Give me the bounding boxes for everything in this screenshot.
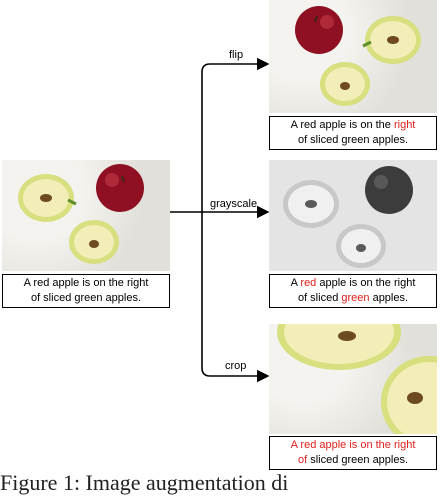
original-panel: A red apple is on the right of sliced gr…	[2, 160, 170, 308]
flipped-image	[269, 0, 437, 113]
original-caption: A red apple is on the right of sliced gr…	[2, 274, 170, 308]
caption-line: of sliced green apples.	[30, 292, 142, 304]
caption-line: A red apple is on the right	[272, 276, 434, 291]
caption-text: sliced green apples.	[307, 454, 409, 466]
caption-text: A	[290, 277, 301, 289]
grayscale-caption: A red apple is on the right of sliced gr…	[269, 274, 437, 308]
crop-arrow	[201, 212, 270, 383]
caption-line-highlight: A red apple is on the right	[290, 439, 416, 451]
flip-caption: A red apple is on the right of sliced gr…	[269, 116, 437, 150]
grayscale-label: grayscale	[210, 198, 258, 210]
caption-line: A red apple is on the right	[23, 277, 149, 289]
caption-highlight: red	[300, 277, 317, 289]
caption-line: of sliced green apples.	[297, 134, 409, 146]
flip-arrow	[201, 57, 270, 212]
caption-line: of sliced green apples.	[272, 453, 434, 468]
caption-text: apples.	[369, 292, 409, 304]
caption-line: of sliced green apples.	[272, 291, 434, 306]
crop-caption: A red apple is on the right of sliced gr…	[269, 436, 437, 470]
caption-text: apple is on the right	[316, 277, 416, 289]
crop-label: crop	[225, 360, 247, 372]
grayscale-panel: A red apple is on the right of sliced gr…	[269, 160, 437, 308]
flip-panel: A red apple is on the right of sliced gr…	[269, 0, 437, 150]
caption-highlight: of	[297, 454, 308, 466]
caption-text: A red apple is on the	[290, 119, 394, 131]
grayscale-image	[269, 160, 437, 271]
original-image	[2, 160, 170, 271]
caption-highlight: right	[393, 119, 416, 131]
crop-panel: A red apple is on the right of sliced gr…	[269, 324, 437, 470]
caption-line: A red apple is on the right	[272, 118, 434, 133]
figure-caption: Figure 1: Image augmentation di	[0, 470, 289, 495]
flip-label: flip	[229, 49, 244, 61]
caption-text: of sliced	[297, 292, 342, 304]
caption-highlight: green	[341, 292, 370, 304]
cropped-image	[269, 324, 437, 434]
